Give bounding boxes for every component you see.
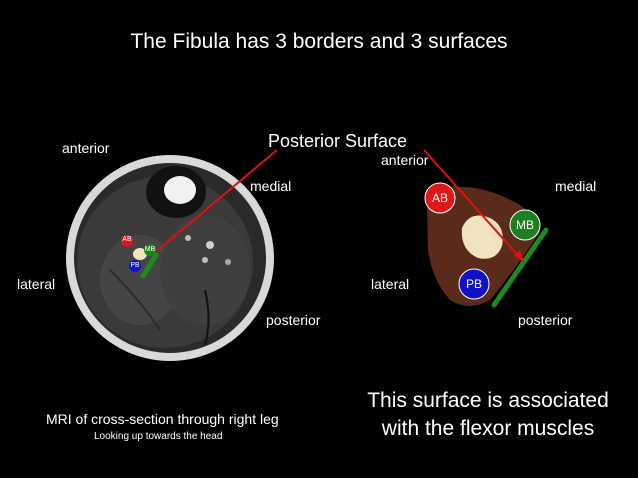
- mri-label-medial: medial: [250, 178, 292, 194]
- mri-ab-label: AB: [122, 236, 132, 243]
- mri-label-lateral: lateral: [17, 276, 56, 292]
- posterior-surface-callout: Posterior Surface: [268, 131, 408, 151]
- diagram-mb-label: MB: [516, 218, 534, 232]
- mri-image: [66, 155, 274, 361]
- diagram-pb-label: PB: [465, 277, 482, 291]
- mri-fibula-markers: [121, 149, 278, 279]
- mri-label-posterior: posterior: [266, 312, 321, 328]
- mri-mb-label: MB: [144, 246, 156, 253]
- note-line-2: with the flexor muscles: [381, 417, 595, 440]
- diagram-label-anterior: anterior: [381, 152, 429, 168]
- mri-label-anterior: anterior: [62, 140, 110, 156]
- note-line-1: This surface is associated: [367, 389, 609, 412]
- mri-caption: MRI of cross-section through right leg: [46, 411, 279, 427]
- diagram-label-medial: medial: [555, 178, 597, 194]
- diagram-label-posterior: posterior: [518, 312, 573, 328]
- diagram-ab-label: AB: [431, 191, 448, 205]
- fibula-diagram: [423, 149, 549, 308]
- diagram-label-lateral: lateral: [371, 276, 410, 292]
- slide-title: The Fibula has 3 borders and 3 surfaces: [130, 30, 508, 53]
- mri-subcaption: Looking up towards the head: [94, 431, 223, 442]
- mri-pb-label: PB: [130, 262, 140, 269]
